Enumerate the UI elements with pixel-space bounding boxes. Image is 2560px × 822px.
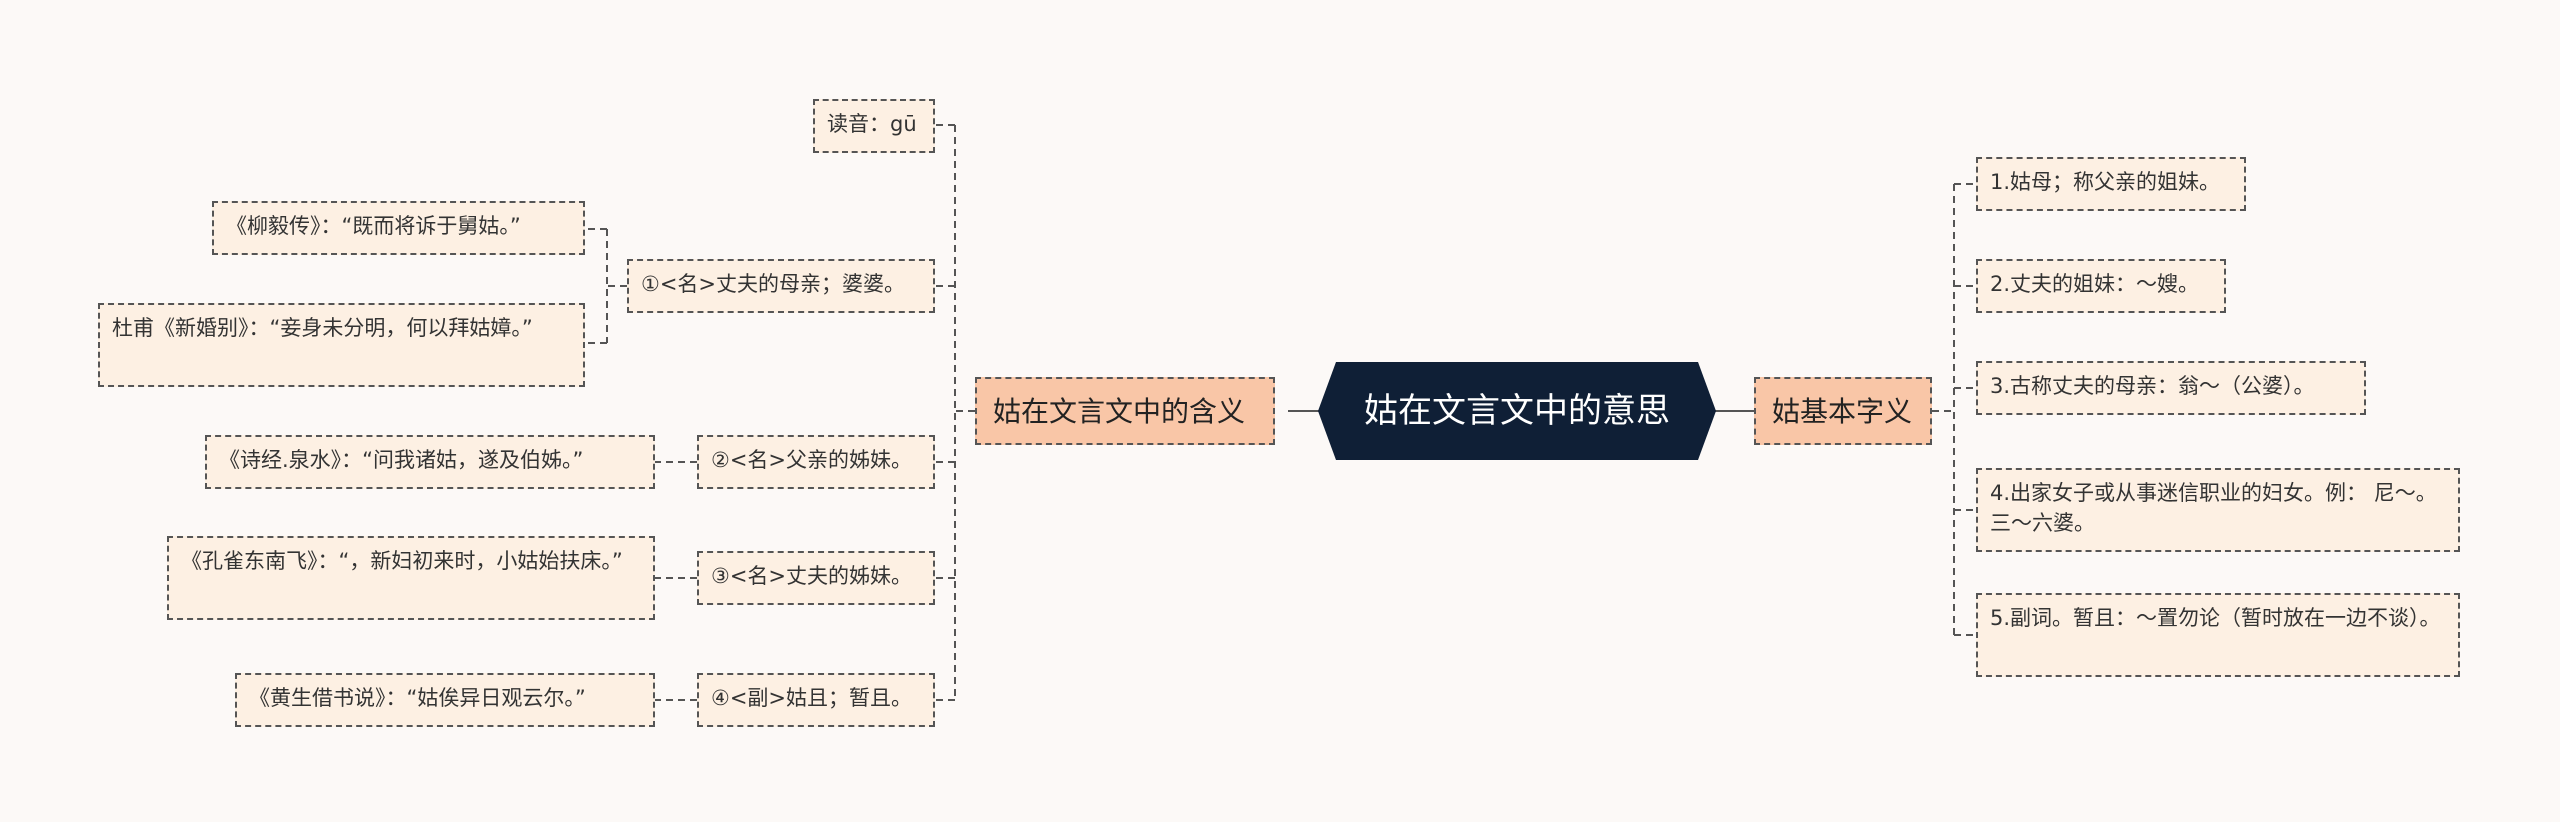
example-label-3: 《孔雀东南飞》：“，新妇初来时，小姑始扶床。” [181, 549, 623, 573]
definition-label-2: 2.丈夫的姐妹：～嫂。 [1990, 272, 2200, 296]
example-label-1a: 《柳毅传》：“既而将诉于舅姑。” [226, 214, 521, 238]
definition-node-3[interactable]: 3.古称丈夫的母亲：翁～（公婆）。 [1976, 361, 2366, 415]
branch-left-label: 姑在文言文中的含义 [993, 395, 1246, 428]
example-label-2: 《诗经.泉水》：“问我诸姑，遂及伯姊。” [219, 448, 584, 472]
example-node-1b[interactable]: 杜甫《新婚别》：“妾身未分明，何以拜姑嫜。” [98, 303, 585, 387]
reading-label: 读音：gū [827, 112, 917, 136]
meaning-label-1: ①<名>丈夫的母亲；婆婆。 [641, 272, 906, 296]
example-node-2[interactable]: 《诗经.泉水》：“问我诸姑，遂及伯姊。” [205, 435, 655, 489]
reading-node[interactable]: 读音：gū [813, 99, 935, 153]
root-topic[interactable]: 姑在文言文中的意思 [1318, 362, 1716, 460]
example-label-1b: 杜甫《新婚别》：“妾身未分明，何以拜姑嫜。” [112, 316, 533, 340]
definition-node-2[interactable]: 2.丈夫的姐妹：～嫂。 [1976, 259, 2226, 313]
example-node-1a[interactable]: 《柳毅传》：“既而将诉于舅姑。” [212, 201, 585, 255]
meaning-node-3[interactable]: ③<名>丈夫的姊妹。 [697, 551, 935, 605]
meaning-label-2: ②<名>父亲的姊妹。 [711, 448, 913, 472]
branch-right-label: 姑基本字义 [1772, 395, 1913, 428]
root-hexagon-shape [1318, 362, 1716, 460]
definition-label-3: 3.古称丈夫的母亲：翁～（公婆）。 [1990, 374, 2315, 398]
meaning-label-4: ④<副>姑且；暂且。 [711, 686, 913, 710]
definition-node-5[interactable]: 5.副词。暂且：～置勿论（暂时放在一边不谈）。 [1976, 593, 2460, 677]
definition-label-5: 5.副词。暂且：～置勿论（暂时放在一边不谈）。 [1990, 606, 2441, 630]
root-label: 姑在文言文中的意思 [1364, 391, 1670, 431]
branch-left-meaning[interactable]: 姑在文言文中的含义 [975, 377, 1275, 445]
definition-label-1: 1.姑母；称父亲的姐妹。 [1990, 170, 2221, 194]
example-node-4[interactable]: 《黄生借书说》：“姑俟异日观云尔。” [235, 673, 655, 727]
example-node-3[interactable]: 《孔雀东南飞》：“，新妇初来时，小姑始扶床。” [167, 536, 655, 620]
definition-label-4: 4.出家女子或从事迷信职业的妇女。例： 尼～。三～六婆。 [1990, 481, 2437, 535]
meaning-node-1[interactable]: ①<名>丈夫的母亲；婆婆。 [627, 259, 935, 313]
definition-node-1[interactable]: 1.姑母；称父亲的姐妹。 [1976, 157, 2246, 211]
branch-right-basic[interactable]: 姑基本字义 [1754, 377, 1932, 445]
example-label-4: 《黄生借书说》：“姑俟异日观云尔。” [249, 686, 586, 710]
meaning-node-2[interactable]: ②<名>父亲的姊妹。 [697, 435, 935, 489]
meaning-node-4[interactable]: ④<副>姑且；暂且。 [697, 673, 935, 727]
meaning-label-3: ③<名>丈夫的姊妹。 [711, 564, 913, 588]
definition-node-4[interactable]: 4.出家女子或从事迷信职业的妇女。例： 尼～。三～六婆。 [1976, 468, 2460, 552]
